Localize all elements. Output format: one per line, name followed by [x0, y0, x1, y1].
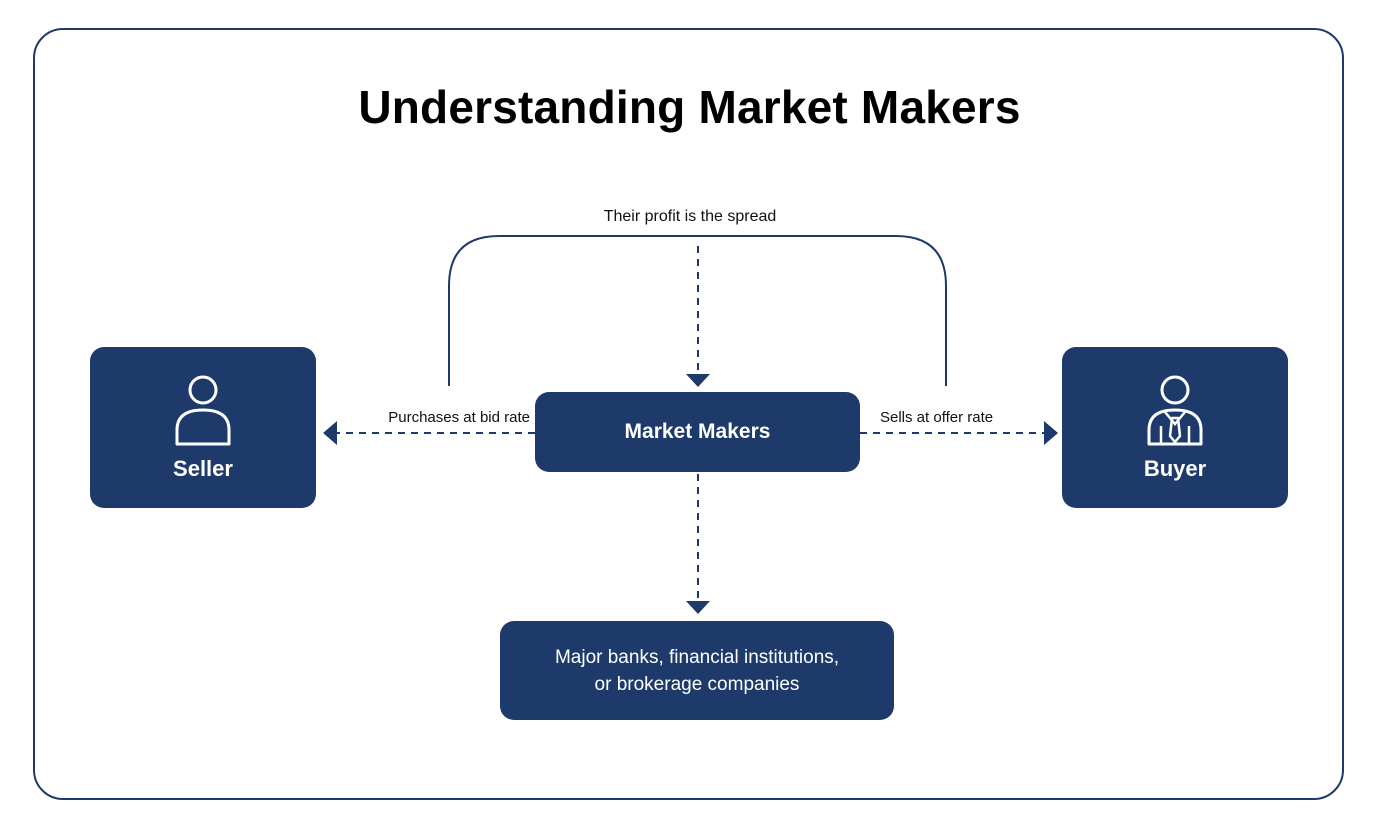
institutions-line-1: Major banks, financial institutions,	[554, 646, 840, 668]
spread-label: Their profit is the spread	[603, 208, 777, 225]
spread-arrow-head	[686, 374, 710, 387]
bid-arrow-head	[323, 421, 337, 445]
institutions-arrow-head	[686, 601, 710, 614]
buyer-label: Buyer	[1143, 455, 1207, 481]
institutions-line-2: or brokerage companies	[594, 673, 800, 695]
spread-bracket	[448, 235, 947, 386]
offer-rate-label: Sells at offer rate	[880, 409, 994, 426]
seller-node: Seller	[90, 347, 316, 508]
institutions-node: Major banks, financial institutions, or …	[500, 621, 894, 720]
buyer-node: Buyer	[1062, 347, 1288, 508]
businessman-icon	[1147, 375, 1203, 445]
offer-arrow-head	[1044, 421, 1058, 445]
diagram-title: Understanding Market Makers	[358, 81, 1021, 133]
seller-label: Seller	[173, 455, 233, 481]
market-makers-label: Market Makers	[624, 420, 771, 443]
person-icon	[175, 375, 231, 445]
market-makers-node: Market Makers	[535, 392, 860, 472]
bid-rate-label: Purchases at bid rate	[388, 409, 530, 426]
